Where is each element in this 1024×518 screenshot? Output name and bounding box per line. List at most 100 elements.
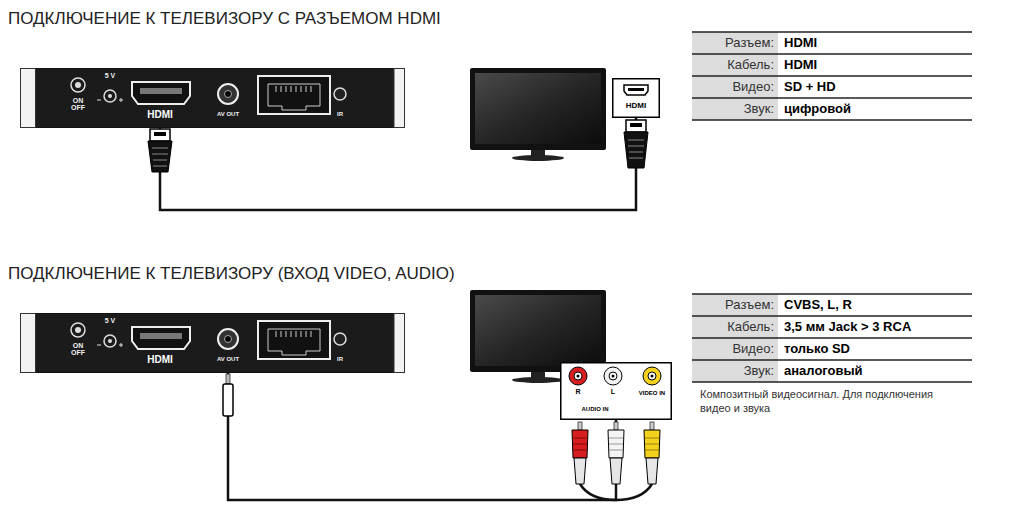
rca-plug <box>572 430 588 458</box>
hdmi-plug <box>629 158 643 159</box>
set-top-box: ON OFF5 VHDMIAV OUTIR <box>20 313 405 373</box>
av-socket <box>218 329 238 349</box>
spec-table <box>692 359 972 361</box>
cable <box>228 373 616 500</box>
hdmi-plug <box>629 152 643 153</box>
power-socket <box>104 90 116 102</box>
spec-table <box>692 32 972 120</box>
ethernet-socket <box>296 86 297 92</box>
rca-plug <box>609 438 623 439</box>
spec-name: Звук: <box>692 98 774 120</box>
power-button <box>75 82 81 88</box>
set-top-box: ON OFF 5 V HDMI AV OUT IR <box>20 68 405 128</box>
rca-plug <box>578 422 582 430</box>
note: Композитный видеосигнал. Для подключения… <box>700 387 950 416</box>
hdmi-plug <box>150 129 170 141</box>
rca-socket <box>577 375 580 378</box>
ethernet-socket <box>258 76 330 114</box>
rca-socket <box>612 375 615 378</box>
rca-socket <box>643 367 661 385</box>
rca-plug <box>614 422 618 430</box>
power-socket <box>97 345 101 346</box>
rca-plug <box>646 458 658 484</box>
section-heading: ПОДКЛЮЧЕНИЕ К ТЕЛЕВИЗОРУ (ВХОД VIDEO, AU… <box>8 264 455 284</box>
ethernet-socket <box>311 86 312 92</box>
hdmi-plug <box>624 120 648 168</box>
rca-socket <box>604 367 622 385</box>
ethernet-socket <box>306 86 307 92</box>
ethernet-socket <box>291 331 292 337</box>
spec-table <box>692 315 972 317</box>
set-top-box-body <box>21 314 36 373</box>
channel-label: R <box>570 388 586 395</box>
hdmi-socket <box>132 327 190 349</box>
input-label: VIDEO IN <box>632 390 672 396</box>
power-socket <box>121 98 122 102</box>
rca-plug <box>645 444 659 445</box>
hdmi-input-body <box>612 78 660 118</box>
ethernet-socket <box>276 86 277 92</box>
spec-name: Звук: <box>692 360 774 382</box>
rca-socket <box>604 367 622 385</box>
hdmi-plug <box>154 132 166 136</box>
power-socket <box>108 339 112 343</box>
power-button <box>71 78 85 92</box>
rca-socket <box>651 375 654 378</box>
ethernet-socket <box>281 331 282 337</box>
ethernet-socket <box>258 321 330 359</box>
ethernet-socket <box>276 331 277 337</box>
power-button <box>71 323 85 337</box>
power-button <box>71 323 85 337</box>
rca-plug <box>650 422 654 430</box>
channel-label: L <box>605 388 621 395</box>
jack-plug <box>226 374 230 384</box>
spec-table <box>692 294 972 382</box>
hdmi-plug <box>153 166 167 167</box>
rca-plug <box>573 450 587 451</box>
hdmi-plug <box>630 123 642 127</box>
spec-name: Кабель: <box>692 54 774 76</box>
rca-plug <box>645 450 659 451</box>
spec-name: Видео: <box>692 76 774 98</box>
rca-socket <box>569 367 587 385</box>
rca-panel-body <box>561 363 672 420</box>
ethernet-socket <box>258 76 330 114</box>
power-socket <box>121 343 122 347</box>
ir-sensor <box>334 333 346 345</box>
hdmi-plug <box>148 141 172 172</box>
rca-plug <box>608 430 624 458</box>
tv-set <box>512 155 564 161</box>
spec-table <box>692 119 972 121</box>
hdmi-socket <box>132 82 190 104</box>
rca-input-panel: RLVIDEO INAUDIO IN <box>560 362 672 420</box>
rca-plug <box>644 422 660 484</box>
hdmi-plug <box>153 160 167 161</box>
rca-wire <box>616 484 652 500</box>
hdmi-input-body <box>628 88 644 91</box>
hdmi-input-body <box>624 85 648 95</box>
hdmi-input-body <box>613 79 660 118</box>
hdmi-plug <box>152 148 168 149</box>
hdmi-plug <box>628 140 644 141</box>
jack-plug <box>223 374 233 416</box>
port-label: HDMI <box>135 110 185 120</box>
tv-set <box>470 290 606 372</box>
port-label: IR <box>325 356 355 362</box>
port-label: IR <box>325 111 355 117</box>
tv-set <box>470 68 606 161</box>
spec-value: CVBS, L, R <box>784 294 970 316</box>
spec-value: HDMI <box>784 32 970 54</box>
power-button <box>75 327 81 333</box>
port-label: AV OUT <box>203 111 253 117</box>
ir-sensor <box>334 88 346 100</box>
switch-label: ON OFF <box>68 342 88 356</box>
voltage-label: 5 V <box>100 317 120 324</box>
voltage-label: 5 V <box>100 72 120 79</box>
switch-label: ON OFF <box>68 97 88 111</box>
spec-table <box>692 31 972 33</box>
hdmi-plug <box>628 146 644 147</box>
rca-plug <box>609 444 623 445</box>
ethernet-socket <box>296 331 297 337</box>
power-socket <box>104 335 116 347</box>
hdmi-plug <box>148 129 172 172</box>
